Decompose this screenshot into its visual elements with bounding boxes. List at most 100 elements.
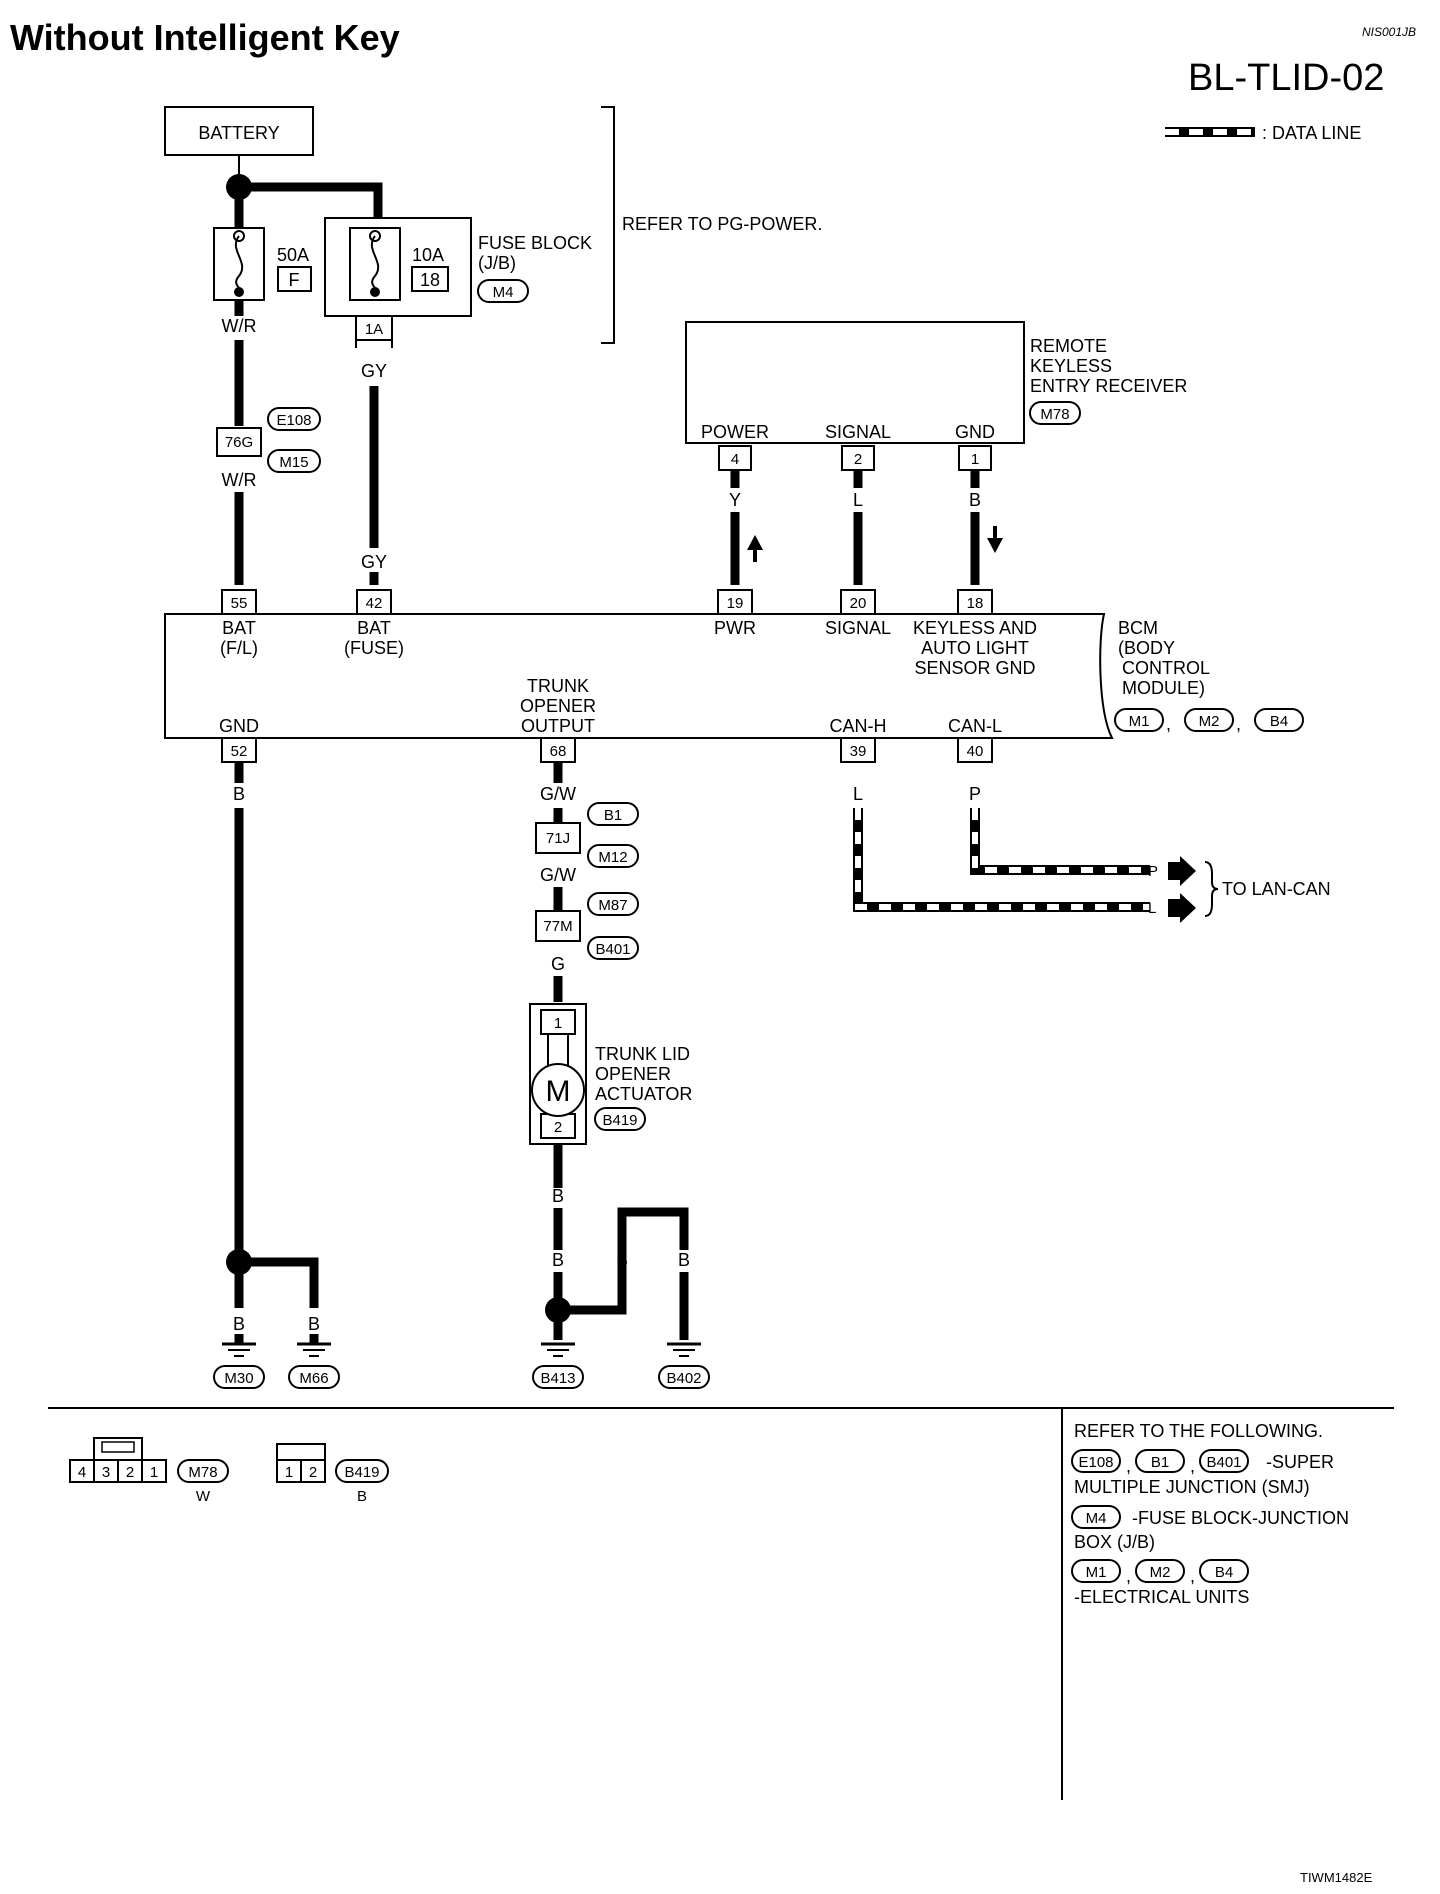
svg-text:W: W	[196, 1488, 211, 1505]
smj-77m	[535, 910, 581, 942]
svg-text:19: 19	[727, 595, 744, 612]
diagram-id: BL-TLID-02	[1188, 57, 1384, 99]
svg-text:B1: B1	[1151, 1454, 1169, 1471]
svg-text:B: B	[308, 1314, 320, 1334]
connector-m12: M12	[598, 849, 627, 866]
svg-text:REFER TO THE FOLLOWING.: REFER TO THE FOLLOWING.	[1074, 1421, 1323, 1441]
receiver-pin-gnd: GND 1 B	[955, 422, 995, 510]
svg-text:B: B	[678, 1250, 690, 1270]
wire-color-gy-1: GY	[361, 361, 387, 381]
bcm-label-2: (BODY	[1118, 638, 1175, 658]
arrow-up-icon	[747, 535, 763, 550]
actuator-label-2: OPENER	[595, 1064, 671, 1084]
svg-text:OPENER: OPENER	[520, 696, 596, 716]
bcm-box	[164, 613, 1114, 739]
motor-label: M	[546, 1075, 571, 1108]
arrow-down-icon	[987, 538, 1003, 553]
connector-e108: E108	[276, 412, 311, 429]
svg-text:B: B	[233, 784, 245, 804]
bcm-label-1: BCM	[1118, 618, 1158, 638]
arrow-right-icon	[1168, 856, 1196, 886]
ground-b413: B413	[532, 1342, 584, 1389]
bcm-pin-52: GND 52 B	[219, 716, 259, 804]
connector-view-b419: 1 2 B419 B	[276, 1443, 389, 1505]
svg-text:4: 4	[731, 451, 739, 468]
svg-text:CAN-L: CAN-L	[948, 716, 1002, 736]
svg-text:-FUSE BLOCK-JUNCTION: -FUSE BLOCK-JUNCTION	[1132, 1508, 1349, 1528]
svg-text:P: P	[969, 784, 981, 804]
bcm-connector-m1: M1	[1129, 713, 1150, 730]
svg-text:L: L	[853, 490, 863, 510]
svg-text:E108: E108	[1078, 1454, 1113, 1471]
svg-text:M1: M1	[1086, 1564, 1107, 1581]
svg-text:55: 55	[231, 595, 248, 612]
svg-text:3: 3	[102, 1464, 110, 1481]
svg-text:M4: M4	[1086, 1510, 1107, 1527]
svg-text:,: ,	[1126, 1566, 1131, 1586]
can-data-lines	[853, 808, 1150, 912]
diagram-title: Without Intelligent Key	[10, 17, 400, 58]
refer-panel: REFER TO THE FOLLOWING. E108 , B1 , B401…	[1071, 1421, 1349, 1607]
svg-text:B: B	[233, 1314, 245, 1334]
svg-text:B419: B419	[344, 1464, 379, 1481]
terminal-1a: 1A	[365, 321, 383, 338]
svg-text:G/W: G/W	[540, 784, 576, 804]
svg-text:SIGNAL: SIGNAL	[825, 618, 891, 638]
svg-text:,: ,	[1190, 1456, 1195, 1476]
svg-text:,: ,	[1166, 714, 1171, 734]
bcm-pin-19: 19 PWR	[714, 589, 756, 638]
svg-text:L: L	[853, 784, 863, 804]
bcm-label-3: CONTROL	[1122, 658, 1210, 678]
fuse-block-connector: M4	[493, 284, 514, 301]
svg-text:2: 2	[854, 451, 862, 468]
svg-text:40: 40	[967, 743, 984, 760]
connector-b401: B401	[595, 941, 630, 958]
data-line-legend: : DATA LINE	[1165, 123, 1361, 143]
connector-b1: B1	[604, 807, 622, 824]
svg-text:KEYLESS AND: KEYLESS AND	[913, 618, 1037, 638]
wire-color-gy-2: GY	[361, 552, 387, 572]
svg-text:OUTPUT: OUTPUT	[521, 716, 595, 736]
smj-76g	[216, 427, 262, 457]
svg-text:20: 20	[850, 595, 867, 612]
fuse-50a-code: F	[289, 270, 300, 290]
svg-text:CAN-H: CAN-H	[830, 716, 887, 736]
terminal-77m: 77M	[543, 918, 572, 935]
bcm-pin-18: 18 KEYLESS AND AUTO LIGHT SENSOR GND	[913, 589, 1037, 678]
wire-color-g: G	[551, 954, 565, 974]
motor-icon	[531, 1063, 585, 1117]
bcm-pin-40: CAN-L 40 P	[948, 716, 1002, 804]
svg-text:M78: M78	[188, 1464, 217, 1481]
svg-text:POWER: POWER	[701, 422, 769, 442]
svg-text:B: B	[616, 1250, 628, 1270]
fuse-10a-code: 18	[420, 270, 440, 290]
bcm-pin-39: CAN-H 39 L	[830, 716, 887, 804]
ground-b402: B402	[658, 1342, 710, 1389]
svg-text:2: 2	[309, 1464, 317, 1481]
wire-color-wr-2: W/R	[222, 470, 257, 490]
svg-text:BAT: BAT	[357, 618, 391, 638]
svg-text:PWR: PWR	[714, 618, 756, 638]
svg-text:18: 18	[967, 595, 984, 612]
to-lan-can-label: TO LAN-CAN	[1222, 879, 1331, 899]
wire-color-wr-1: W/R	[222, 316, 257, 336]
svg-text:AUTO LIGHT: AUTO LIGHT	[921, 638, 1029, 658]
bcm-pin-42: 42 BAT (FUSE)	[344, 589, 404, 658]
doc-code: NIS001JB	[1362, 25, 1416, 39]
ground-m30-label: M30	[224, 1370, 253, 1387]
receiver-pin-power: POWER 4 Y	[701, 422, 769, 510]
svg-text:GND: GND	[955, 422, 995, 442]
svg-text:2: 2	[126, 1464, 134, 1481]
arrow-right-icon	[1168, 893, 1196, 923]
fuse-10a-amps: 10A	[412, 245, 444, 265]
ground-b402-label: B402	[666, 1370, 701, 1387]
fuse-block-label: FUSE BLOCK	[478, 233, 592, 253]
svg-text:TRUNK: TRUNK	[527, 676, 589, 696]
fuse-50a-amps: 50A	[277, 245, 309, 265]
svg-text:Y: Y	[729, 490, 741, 510]
receiver-connector: M78	[1040, 406, 1069, 423]
receiver-label-3: ENTRY RECEIVER	[1030, 376, 1187, 396]
terminal-76g: 76G	[225, 434, 253, 451]
svg-text:BAT: BAT	[222, 618, 256, 638]
ground-m66: M66	[288, 1334, 340, 1389]
